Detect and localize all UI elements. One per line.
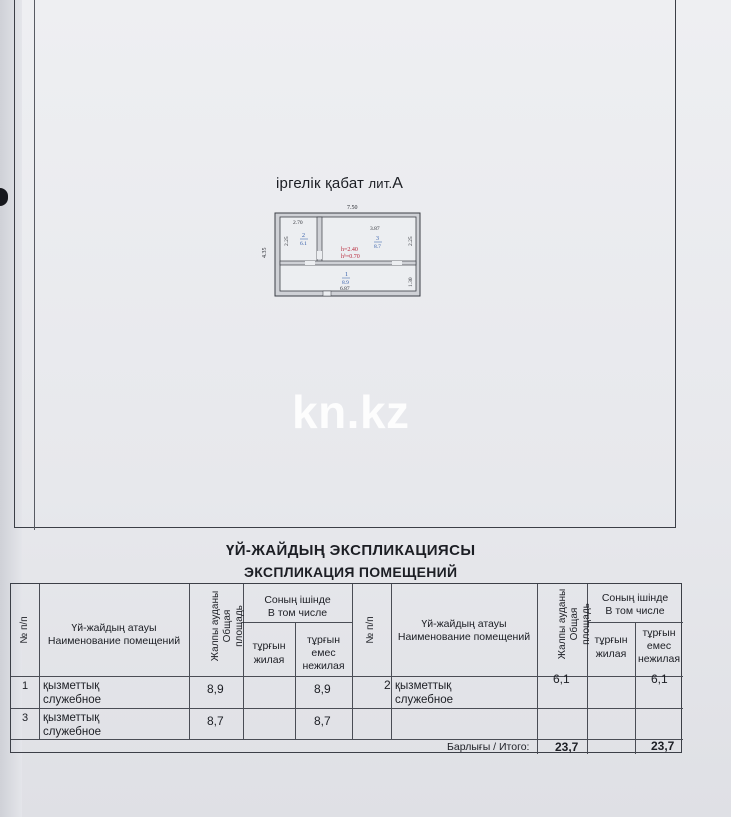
row-name-kz: қызметтық (43, 680, 100, 692)
dim-room3-width: 3.87 (370, 226, 380, 232)
row-area: 6,1 (553, 672, 570, 686)
heading-ru: ЭКСПЛИКАЦИЯ ПОМЕЩЕНИЙ (244, 564, 458, 580)
header-nonliving-ru: нежилая (302, 660, 345, 672)
header-living-ru: жилая (595, 648, 627, 660)
row-area: 8,9 (207, 682, 224, 696)
room-number: 2 (302, 233, 305, 239)
plan-title-letter: A (392, 175, 404, 192)
room-number: 1 (345, 272, 348, 278)
header-name-ru: Наименование помещений (397, 631, 531, 643)
col-divider (587, 584, 588, 754)
room-area: 8.7 (374, 244, 381, 250)
row-number: 2 (384, 678, 391, 692)
binder-hole (0, 188, 8, 206)
header-incl-ru: В том числе (605, 605, 665, 617)
dim-room2-width: 2.70 (293, 220, 303, 226)
room-area: 8.9 (342, 280, 349, 286)
header-area-ru: Общая (222, 609, 233, 643)
row-nonliving: 8,7 (314, 714, 331, 728)
header-area-ru: Общая (569, 607, 580, 641)
header-nonliving-kz: тұрғын (642, 627, 676, 639)
plan-inner-space (279, 216, 417, 292)
height-label: h=2.40 (341, 247, 358, 253)
header-incl-kz: Соның ішінде (601, 592, 669, 604)
row-name-ru: служебное (395, 694, 454, 706)
page-fold-shadow (0, 0, 22, 817)
total-area: 23,7 (555, 740, 579, 754)
header-num: № п/п (365, 616, 376, 644)
col-divider (352, 584, 353, 739)
dim-left: 4.35 (262, 248, 268, 259)
col-divider (39, 584, 40, 739)
plan-title-main: іргелік қабат (276, 175, 365, 192)
plan-title-lit: лит. (368, 176, 393, 191)
row-divider (587, 622, 683, 623)
plan-entrance (322, 290, 332, 297)
col-divider (243, 584, 244, 739)
plan-partition-horizontal (279, 260, 417, 266)
dim-room1-width: 6.87 (340, 286, 350, 292)
col-divider (391, 584, 392, 739)
plan-title: іргелік қабат лит.A (276, 175, 403, 193)
total-nonliving: 23,7 (651, 739, 675, 753)
row-name-kz: қызметтық (43, 712, 100, 724)
floor-plan: 7.50 4.35 2.70 3.87 2.25 2.25 6.87 1.30 … (262, 205, 421, 297)
header-area-kz: Жалпы ауданы (210, 590, 221, 662)
total-label: Барлығы / Итого: (447, 741, 530, 753)
dim-room2-height: 2.25 (284, 236, 290, 246)
row-divider (243, 622, 352, 623)
row-name-kz: қызметтық (395, 680, 452, 692)
col-divider (189, 584, 190, 739)
header-nonliving-kz2: емес (311, 647, 336, 659)
header-num: № п/п (19, 616, 30, 644)
row-number: 1 (22, 680, 29, 692)
col-divider (295, 622, 296, 739)
row-number: 3 (22, 712, 29, 724)
header-name-kz: Үй-жайдың атауы (71, 622, 157, 634)
row-name-ru: служебное (43, 726, 102, 738)
row-divider (11, 676, 683, 677)
header-name-kz: Үй-жайдың атауы (421, 618, 507, 630)
watermark: kn.kz (292, 386, 410, 438)
height-b-label: hᵇ=0.70 (341, 254, 360, 260)
header-incl-ru: В том числе (267, 607, 328, 619)
drawing-frame-inner (34, 0, 674, 530)
row-nonliving: 8,9 (314, 682, 331, 696)
heading-kz: ҮЙ-ЖАЙДЫҢ ЭКСПЛИКАЦИЯСЫ (226, 542, 476, 559)
header-living-ru: жилая (253, 654, 285, 666)
row-area: 8,7 (207, 714, 224, 728)
dim-top: 7.50 (347, 205, 358, 211)
header-name-ru: Наименование помещений (47, 635, 181, 647)
header-living-kz: тұрғын (252, 640, 286, 652)
row-name-ru: служебное (43, 694, 102, 706)
dim-room3-height: 2.25 (408, 236, 414, 246)
row-divider (11, 739, 683, 740)
header-nonliving-kz2: емес (646, 640, 672, 652)
header-nonliving-ru: нежилая (637, 653, 681, 665)
header-area-kz: Жалпы ауданы (557, 588, 568, 660)
plan-door-2 (392, 261, 402, 265)
header-incl-kz: Соның ішінде (264, 594, 331, 606)
room-area: 6.1 (300, 241, 307, 247)
row-nonliving: 6,1 (651, 672, 668, 686)
col-divider (635, 622, 636, 754)
header-nonliving-kz: тұрғын (306, 634, 341, 646)
room-number: 3 (376, 236, 379, 242)
plan-door-3 (317, 251, 322, 259)
col-divider (537, 584, 538, 754)
explication-table: № п/п Үй-жайдың атауы Наименование помещ… (10, 583, 683, 754)
row-divider (11, 708, 683, 709)
header-living-kz: тұрғын (594, 634, 628, 646)
dim-room1-height: 1.30 (408, 277, 414, 287)
plan-door-1 (305, 261, 315, 265)
drawing-frame (14, 0, 676, 528)
